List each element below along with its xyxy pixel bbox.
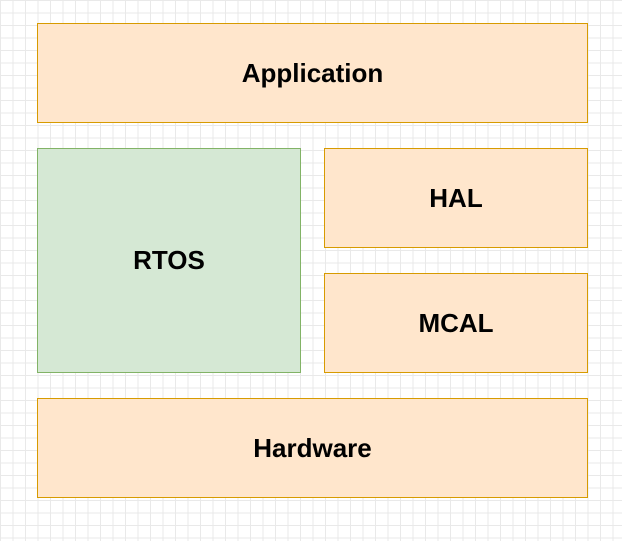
- hardware-block[interactable]: Hardware: [37, 398, 588, 498]
- application-label: Application: [241, 57, 384, 88]
- hal-block[interactable]: HAL: [324, 148, 588, 248]
- rtos-label: RTOS: [133, 245, 205, 275]
- hardware-label: Hardware: [253, 432, 372, 463]
- hal-label: HAL: [429, 182, 483, 213]
- rtos-block[interactable]: RTOS: [37, 148, 301, 373]
- application-block[interactable]: Application: [37, 23, 588, 123]
- mcal-block[interactable]: MCAL: [324, 273, 588, 373]
- mcal-label: MCAL: [418, 307, 494, 338]
